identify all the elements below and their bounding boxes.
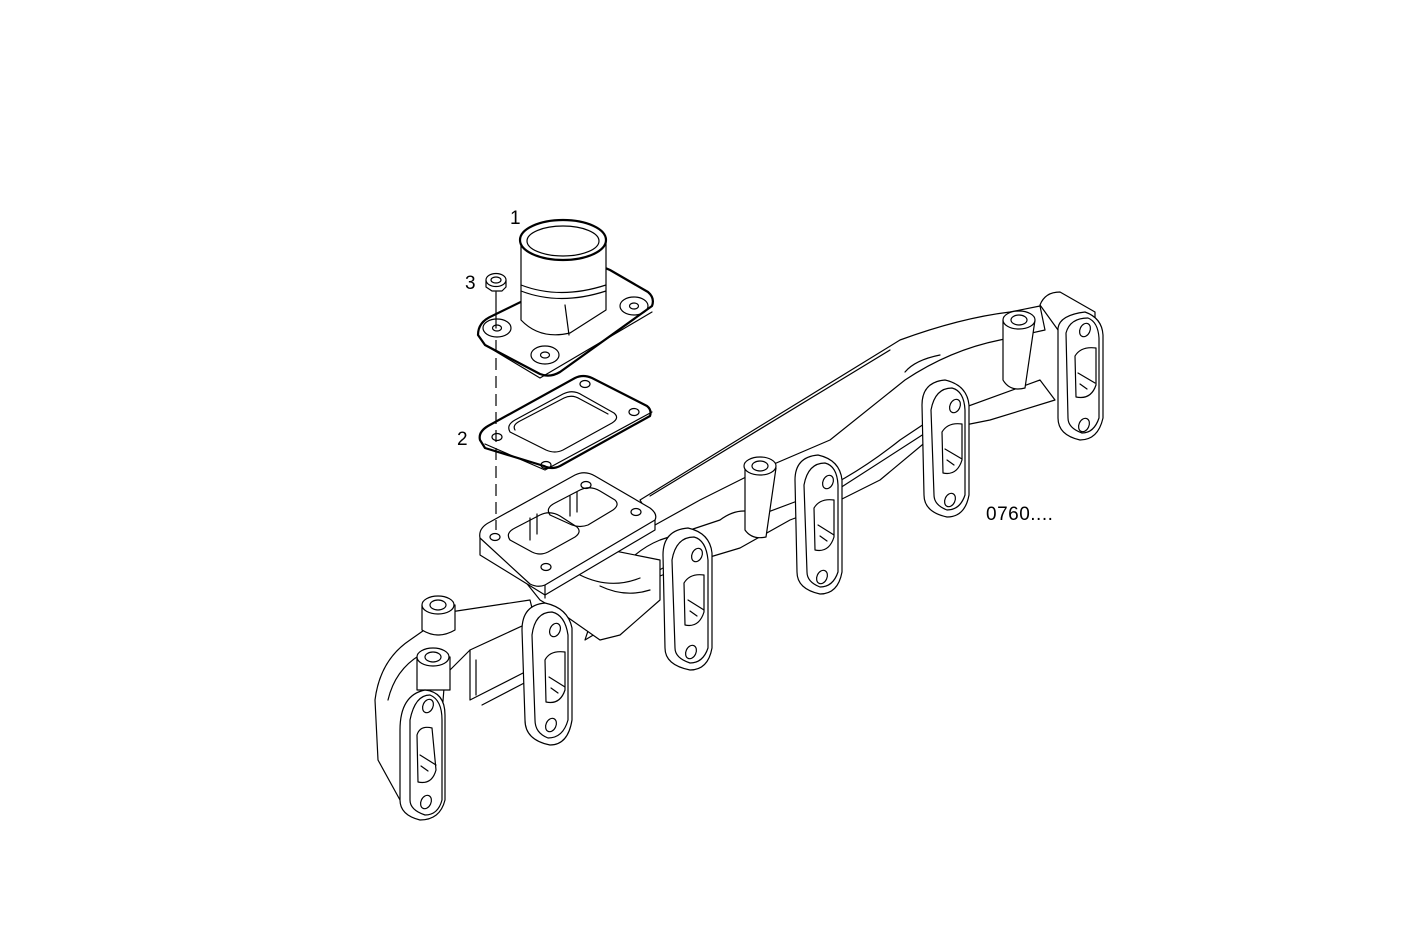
port-flange-6: [1039, 291, 1104, 441]
outlet-elbow-part-1: [476, 218, 654, 379]
port-flange-4: [794, 454, 843, 595]
nut-part-3: [485, 272, 507, 329]
callout-3: 3: [465, 273, 476, 294]
port-flange-2: [521, 602, 573, 746]
callout-1: 1: [510, 208, 521, 229]
gasket-part-2: [478, 374, 653, 471]
port-flange-3: [662, 527, 713, 671]
manifold-outlet-flange: [479, 472, 657, 599]
callout-2: 2: [457, 429, 468, 450]
port-flanges: [399, 291, 1104, 821]
exhaust-manifold: [374, 305, 1056, 801]
port-flange-1: [399, 689, 446, 821]
drawing-code: 0760....: [986, 504, 1054, 525]
port-flange-5: [921, 379, 970, 518]
mounting-bosses: [416, 310, 1036, 691]
